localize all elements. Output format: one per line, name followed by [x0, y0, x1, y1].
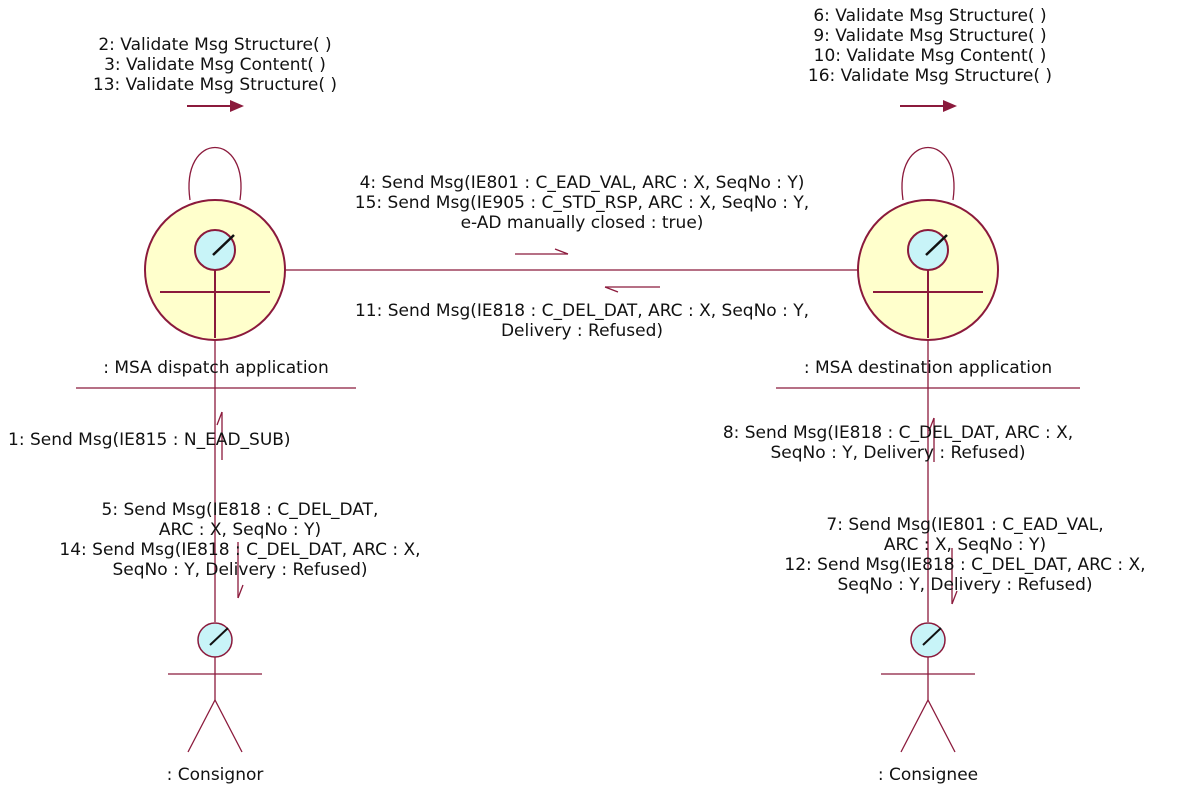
arrow-to-dispatch [604, 286, 660, 293]
message-label: 15: Send Msg(IE905 : C_STD_RSP, ARC : X,… [354, 193, 810, 213]
message-label: ARC : X, SeqNo : Y) [158, 520, 322, 540]
self-message-label: 10: Validate Msg Content( ) [813, 46, 1047, 66]
messages-destination-to-consignee: 7: Send Msg(IE801 : C_EAD_VAL, ARC : X, … [735, 515, 1195, 595]
self-messages-destination: 6: Validate Msg Structure( ) 9: Validate… [750, 6, 1110, 86]
actor-icon [168, 622, 262, 753]
arrow-consignor-to-dispatch [216, 411, 223, 460]
message-label: SeqNo : Y, Delivery : Refused) [770, 443, 1026, 463]
message-label: 5: Send Msg(IE818 : C_DEL_DAT, [101, 500, 379, 520]
message-label: e-AD manually closed : true) [460, 213, 704, 233]
self-arrow-dispatch [187, 100, 244, 112]
message-label: 7: Send Msg(IE801 : C_EAD_VAL, [826, 515, 1104, 535]
messages-to-destination: 4: Send Msg(IE801 : C_EAD_VAL, ARC : X, … [272, 173, 892, 233]
message-label: SeqNo : Y, Delivery : Refused) [837, 575, 1093, 595]
message-label: Delivery : Refused) [500, 321, 664, 341]
object-name-dispatch: : MSA dispatch application [103, 358, 329, 378]
arrow-destination-to-consignee [951, 548, 958, 605]
self-message-label: 6: Validate Msg Structure( ) [813, 6, 1047, 26]
messages-dispatch-to-consignor: 5: Send Msg(IE818 : C_DEL_DAT, ARC : X, … [20, 500, 460, 580]
self-message-label: 3: Validate Msg Content( ) [104, 55, 326, 75]
self-message-label: 2: Validate Msg Structure( ) [98, 35, 332, 55]
message-label: 14: Send Msg(IE818 : C_DEL_DAT, ARC : X, [59, 540, 421, 560]
self-arrow-destination [900, 100, 957, 112]
control-object-icon [857, 199, 999, 341]
message-label: 12: Send Msg(IE818 : C_DEL_DAT, ARC : X, [784, 555, 1146, 575]
self-messages-dispatch: 2: Validate Msg Structure( ) 3: Validate… [35, 35, 395, 95]
messages-consignee-to-destination: 8: Send Msg(IE818 : C_DEL_DAT, ARC : X, … [668, 423, 1128, 463]
actor-name-consignor: : Consignor [166, 765, 264, 785]
self-message-label: 9: Validate Msg Structure( ) [813, 26, 1047, 46]
message-label: 8: Send Msg(IE818 : C_DEL_DAT, ARC : X, [722, 423, 1074, 443]
message-label: ARC : X, SeqNo : Y) [883, 535, 1047, 555]
actor-icon [881, 622, 975, 753]
control-object-icon [144, 199, 286, 341]
arrow-to-destination [515, 248, 569, 255]
message-label: 4: Send Msg(IE801 : C_EAD_VAL, ARC : X, … [359, 173, 805, 193]
self-loop-destination [901, 147, 955, 201]
arrow-consignee-to-destination [928, 417, 935, 462]
arrow-dispatch-to-consignor [237, 542, 244, 599]
self-message-label: 13: Validate Msg Structure( ) [92, 75, 338, 95]
message-label: SeqNo : Y, Delivery : Refused) [112, 560, 368, 580]
self-loop-dispatch [188, 147, 242, 201]
self-message-label: 16: Validate Msg Structure( ) [807, 66, 1053, 86]
message-label: 11: Send Msg(IE818 : C_DEL_DAT, ARC : X,… [354, 301, 810, 321]
object-name-destination: : MSA destination application [803, 358, 1053, 378]
messages-to-dispatch: 11: Send Msg(IE818 : C_DEL_DAT, ARC : X,… [272, 301, 892, 341]
actor-name-consignee: : Consignee [877, 765, 979, 785]
message-label: 1: Send Msg(IE815 : N_EAD_SUB) [8, 430, 291, 450]
